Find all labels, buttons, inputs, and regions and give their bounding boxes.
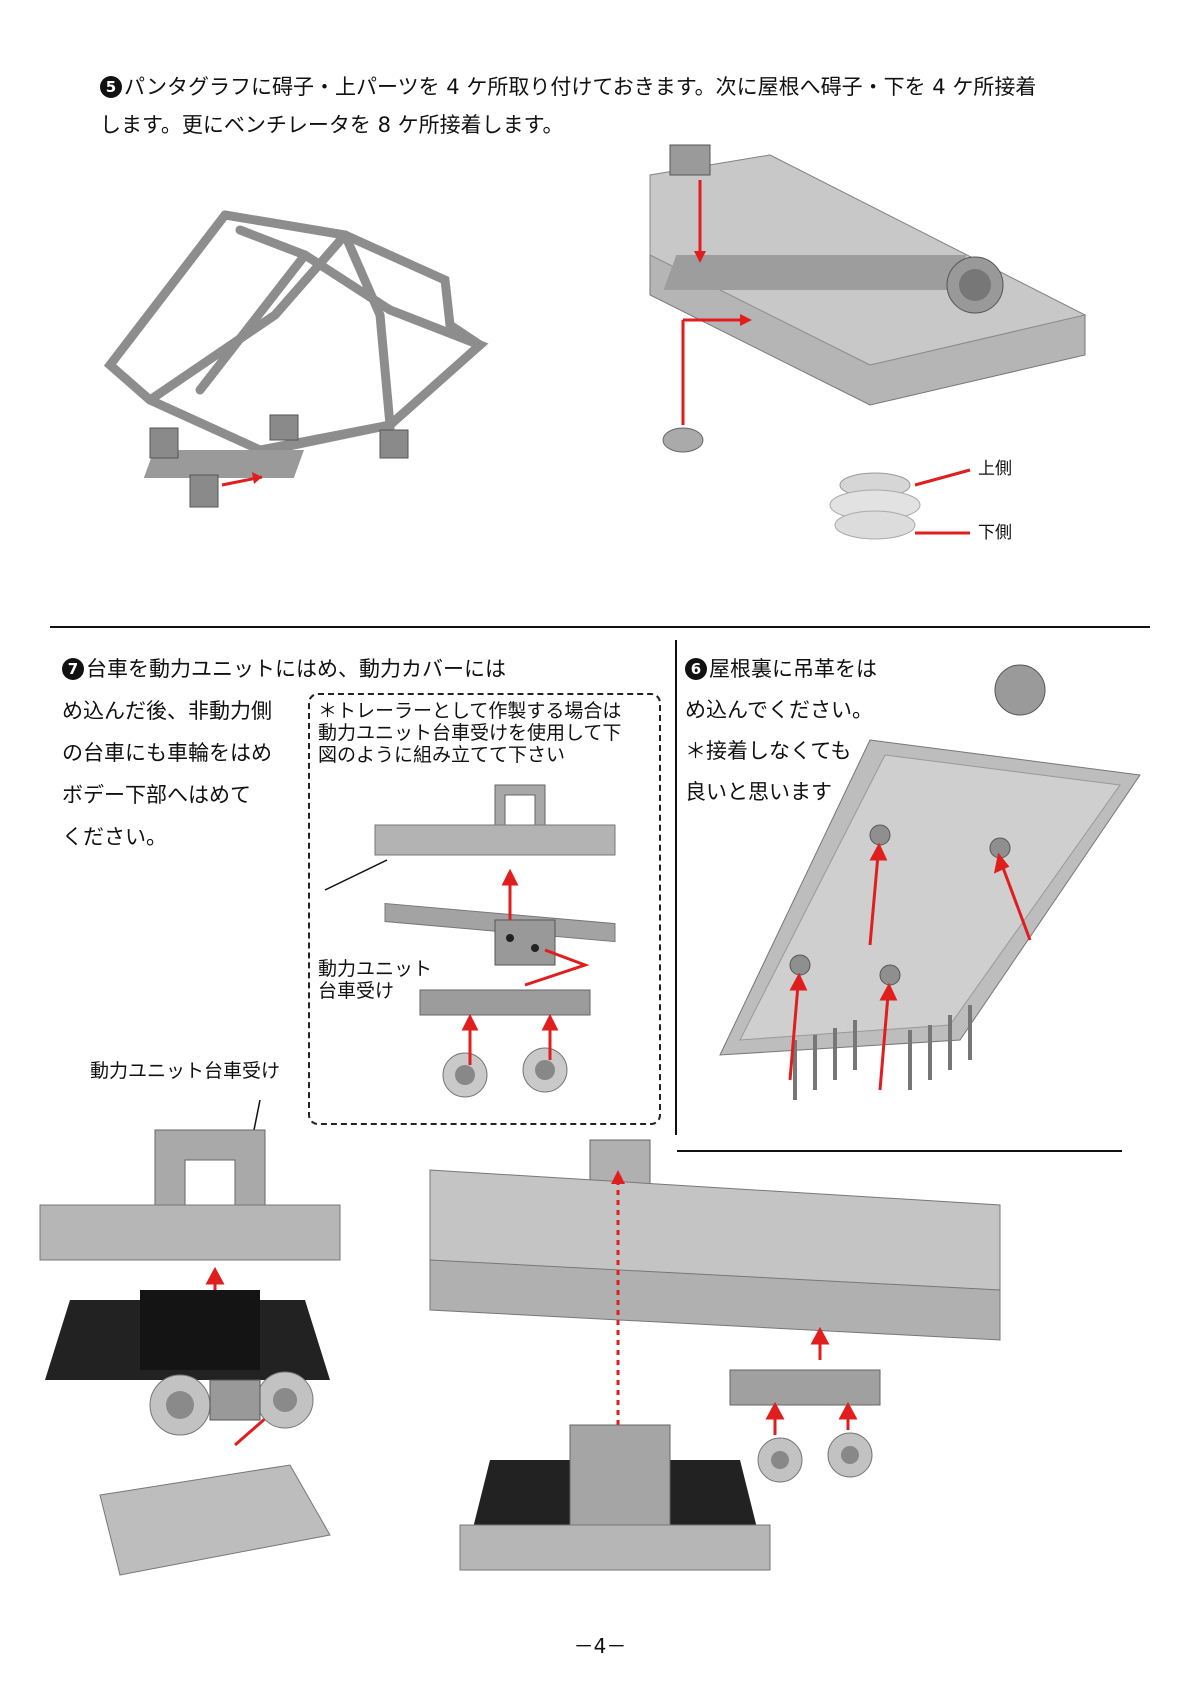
step6-line2: め込んでください。 bbox=[685, 698, 873, 722]
label-upper-side: 上側 bbox=[978, 459, 1012, 479]
label-lower-side: 下側 bbox=[978, 523, 1012, 543]
trailer-note-line1: ＊トレーラーとして作製する場合は bbox=[318, 700, 622, 722]
inset-label-line1: 動力ユニット bbox=[318, 958, 433, 980]
step7-number: 7 bbox=[62, 658, 84, 680]
step6-line3: ＊接着しなくても bbox=[685, 739, 852, 763]
step5-text-line2: します。更にベンチレータを 8 ケ所接着します。 bbox=[100, 113, 564, 137]
trailer-note-line3: 図のように組み立てて下さい bbox=[318, 744, 566, 766]
insulator-detail bbox=[829, 468, 971, 540]
roof-illustration bbox=[649, 144, 1087, 453]
step6-number: 6 bbox=[685, 658, 707, 680]
roof-underside-illustration bbox=[719, 664, 1141, 1100]
trailer-note-line2: 動力ユニット台車受けを使用して下 bbox=[318, 722, 622, 744]
step6-line4: 良いと思います bbox=[685, 780, 832, 804]
page-number: －4－ bbox=[573, 1634, 627, 1658]
trailer-note-box bbox=[308, 693, 661, 1125]
inset-label: 動力ユニット 台車受け bbox=[318, 958, 432, 1002]
section-divider-horizontal bbox=[50, 626, 1150, 628]
inset-label-line2: 台車受け bbox=[318, 980, 395, 1002]
trailer-note-text: ＊トレーラーとして作製する場合は 動力ユニット台車受けを使用して下 図のように組… bbox=[318, 700, 621, 766]
trailer-assembly-illustration bbox=[324, 784, 616, 1098]
power-unit-illustration bbox=[39, 1099, 341, 1576]
step6-divider bbox=[677, 1150, 1122, 1152]
section-divider-vertical bbox=[675, 640, 677, 1135]
pantograph-illustration bbox=[103, 210, 489, 508]
step7-line2: め込んだ後、非動力側 bbox=[62, 699, 272, 723]
step7-line3: の台車にも車輪をはめ bbox=[62, 741, 272, 765]
step7-line5: ください。 bbox=[62, 825, 167, 849]
big-part-label: 動力ユニット台車受け bbox=[90, 1060, 281, 1082]
step7-line4: ボデー下部へはめて bbox=[62, 783, 251, 807]
step5-number: 5 bbox=[100, 76, 122, 98]
body-assembly-illustration bbox=[429, 1139, 1001, 1571]
